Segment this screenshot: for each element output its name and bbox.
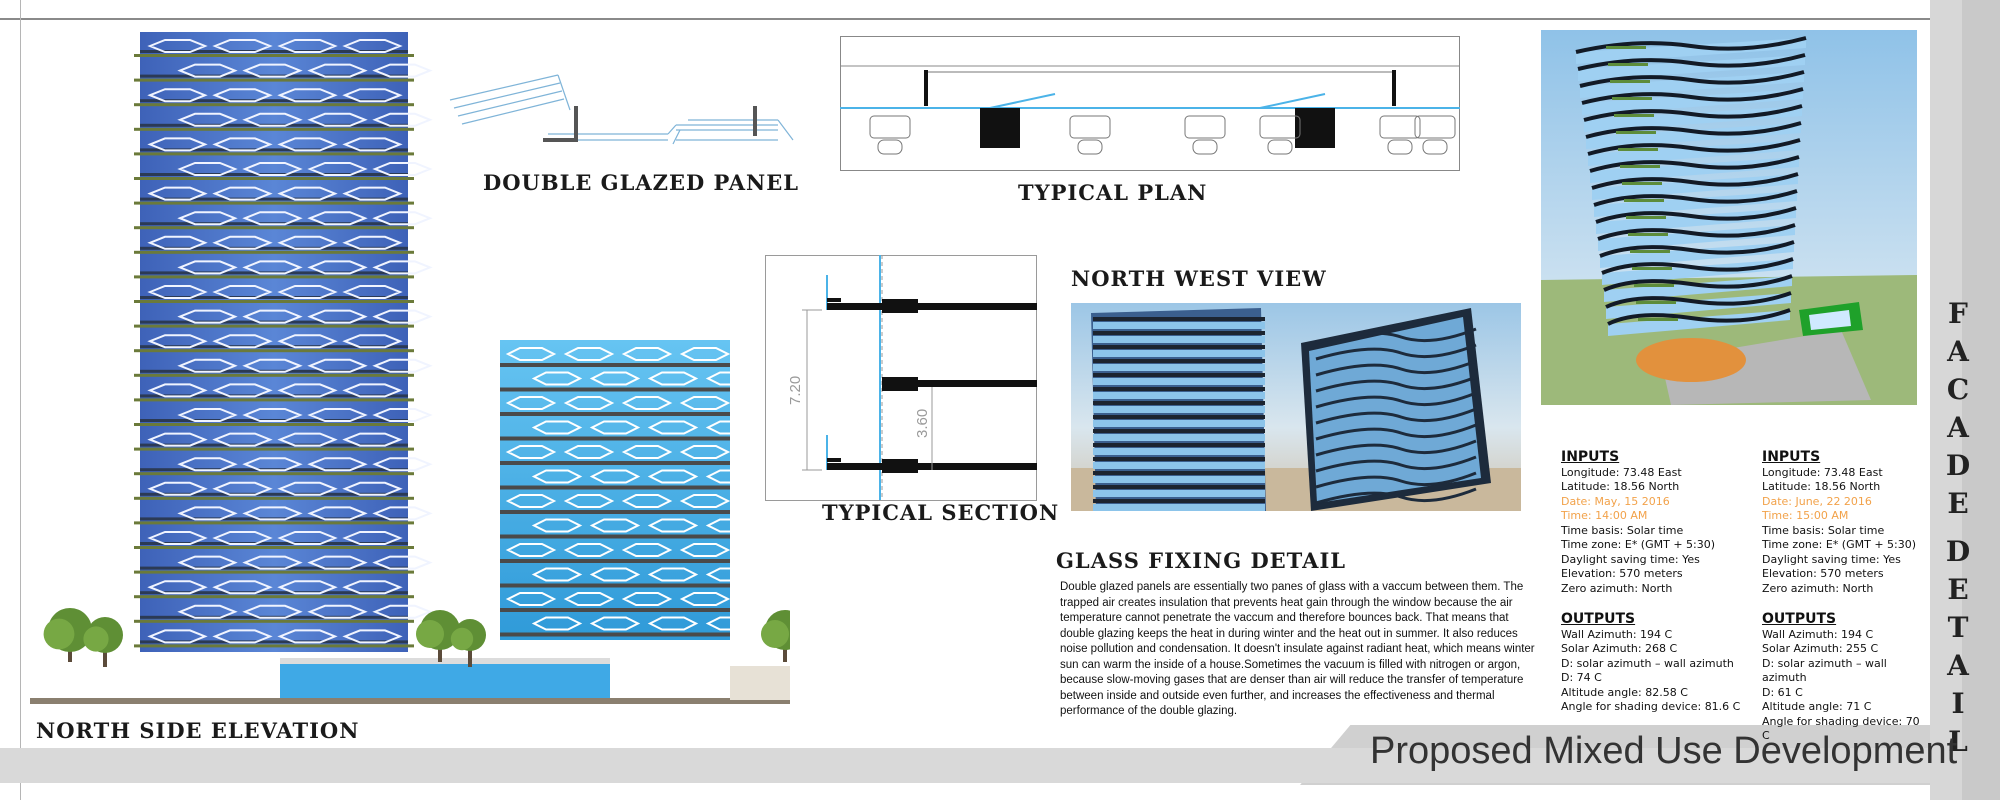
daylight-text: Daylight saving time: Yes (1561, 552, 1700, 566)
elevation-text: Elevation: 570 meters (1762, 567, 1884, 580)
zero-azimuth-text: Zero azimuth: North (1762, 581, 1874, 595)
side-title-letter: D (1945, 535, 1971, 568)
outputs-heading: OUTPUTS (1561, 611, 1636, 627)
footer-title: Proposed Mixed Use Development (1370, 730, 1958, 772)
latitude-text: Latitude: 18.56 North (1762, 480, 1881, 493)
zero-azimuth-text: Zero azimuth: North (1561, 581, 1673, 595)
side-title-letter: E (1947, 487, 1969, 520)
time-zone-text: Time zone: E* (GMT + 5:30) (1561, 538, 1716, 551)
elevation-text: Elevation: 570 meters (1561, 567, 1683, 580)
side-title-letter: D (1945, 449, 1971, 482)
altitude-text: Altitude angle: 71 C (1762, 700, 1872, 713)
d-formula-text: D: solar azimuth – wall azimuth (1762, 656, 1887, 685)
longitude-text: Longitude: 73.48 East (1561, 465, 1682, 479)
footer-band (0, 748, 1930, 783)
typical-plan-label: TYPICAL PLAN (1018, 180, 1208, 205)
altitude-text: Altitude angle: 82.58 C (1561, 685, 1688, 699)
d-value-text: D: 74 C (1561, 671, 1602, 684)
section-dim-b: 3.60 (914, 409, 931, 438)
time-basis-text: Time basis: Solar time (1561, 523, 1684, 537)
tall-tower-floors (134, 39, 433, 648)
wall-azimuth-text: Wall Azimuth: 194 C (1762, 627, 1874, 641)
ground-line (30, 698, 790, 704)
side-title-letter: L (1948, 725, 1968, 758)
double-glazed-panel-label: DOUBLE GLAZED PANEL (483, 170, 800, 195)
d-formula-text: D: solar azimuth – wall azimuth (1561, 656, 1734, 670)
shading-text: Angle for shading device: 81.6 C (1561, 700, 1741, 713)
side-title-bar-inner (1962, 0, 2000, 800)
typical-section-drawing: 7.20 3.60 (765, 255, 1037, 501)
glass-fixing-detail-label: GLASS FIXING DETAIL (1056, 548, 1347, 573)
side-title-letter: C (1946, 373, 1970, 406)
wall-azimuth-text: Wall Azimuth: 194 C (1561, 627, 1673, 641)
longitude-text: Longitude: 73.48 East (1762, 465, 1883, 479)
sheet-top-border (0, 18, 1930, 20)
date-text: Date: June, 22 2016 (1762, 494, 1872, 508)
glass-fixing-paragraph: Double glazed panels are essentially two… (1060, 581, 1535, 717)
north-side-elevation-drawing (30, 32, 790, 704)
solar-data-col-1: INPUTS Longitude: 73.48 East Latitude: 1… (1561, 450, 1756, 715)
double-glazed-panel-drawing (449, 74, 794, 145)
shading-text: Angle for shading device: 70 C (1762, 714, 1920, 743)
typical-plan-drawing (840, 36, 1460, 171)
section-dim-a: 7.20 (787, 376, 804, 405)
side-title-letter: E (1947, 573, 1969, 606)
side-title-letter: F (1948, 297, 1968, 330)
inputs-heading: INPUTS (1762, 449, 1821, 465)
time-zone-text: Time zone: E* (GMT + 5:30) (1762, 538, 1917, 551)
time-basis-text: Time basis: Solar time (1762, 523, 1885, 537)
d-value-text: D: 61 C (1762, 685, 1803, 699)
solar-data-col-2: INPUTS Longitude: 73.48 East Latitude: 1… (1762, 450, 1930, 744)
solar-azimuth-text: Solar Azimuth: 268 C (1561, 642, 1678, 655)
side-title-letter: A (1947, 649, 1969, 682)
inputs-heading: INPUTS (1561, 449, 1620, 465)
latitude-text: Latitude: 18.56 North (1561, 480, 1680, 493)
north-side-elevation-label: NORTH SIDE ELEVATION (36, 718, 360, 743)
typical-section-label: TYPICAL SECTION (822, 500, 1060, 525)
perspective-render (1541, 30, 1917, 405)
short-tower-floors (500, 347, 757, 637)
side-title-letter: A (1947, 411, 1969, 444)
outputs-heading: OUTPUTS (1762, 611, 1837, 627)
side-title-letter: I (1951, 687, 1965, 720)
side-title-letter: T (1947, 611, 1969, 644)
solar-azimuth-text: Solar Azimuth: 255 C (1762, 642, 1879, 655)
sheet-left-border (20, 0, 21, 800)
time-text: Time: 14:00 AM (1561, 509, 1648, 522)
side-title-letter: A (1947, 335, 1969, 368)
north-west-view-render (1071, 303, 1521, 511)
north-west-view-label: NORTH WEST VIEW (1071, 266, 1327, 291)
time-text: Time: 15:00 AM (1762, 509, 1849, 522)
date-text: Date: May, 15 2016 (1561, 494, 1670, 508)
podium-block (280, 658, 610, 700)
daylight-text: Daylight saving time: Yes (1762, 552, 1901, 566)
trees (43, 608, 790, 700)
